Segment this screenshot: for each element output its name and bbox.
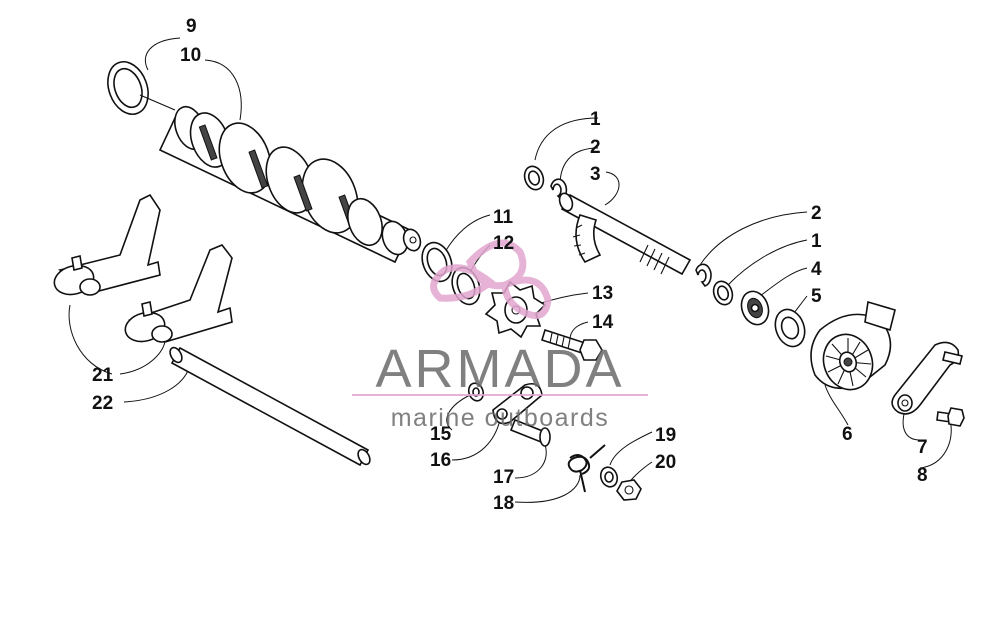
callout-numbers: 1 2 3 2 1 4 5 6 7 8 9 10 11 12 13 14 15 … — [92, 16, 928, 514]
callout-5: 5 — [811, 286, 822, 307]
callout-21: 21 — [92, 365, 114, 386]
shift-fork-21-upper — [53, 193, 161, 296]
armada-watermark: ARMADA marine outboards — [352, 239, 648, 432]
watermark-tagline: marine outboards — [391, 404, 610, 432]
collar-bolt-17 — [509, 418, 551, 447]
shift-fork-21-lower — [124, 244, 233, 343]
callout-6: 6 — [842, 424, 853, 445]
callout-1-right: 1 — [811, 231, 822, 252]
fork-shaft-22 — [169, 346, 371, 467]
callout-10: 10 — [180, 45, 201, 66]
callout-17: 17 — [493, 467, 514, 488]
callout-16: 16 — [430, 450, 451, 471]
washer-19 — [599, 466, 619, 488]
callout-12: 12 — [493, 233, 514, 254]
callout-1-upper: 1 — [590, 109, 601, 130]
callout-4: 4 — [811, 259, 822, 280]
callout-7: 7 — [917, 437, 928, 458]
callout-19: 19 — [655, 425, 676, 446]
nut-20 — [616, 479, 642, 501]
callout-18: 18 — [493, 493, 514, 514]
washer-1-upper — [523, 165, 545, 191]
callout-15: 15 — [430, 424, 452, 445]
bolt-8 — [936, 407, 965, 427]
watermark-brand: ARMADA — [375, 339, 624, 399]
callout-2-upper: 2 — [590, 137, 601, 158]
washer-9 — [107, 61, 176, 115]
bolt-14 — [541, 328, 603, 361]
armada-logo-icon — [430, 239, 552, 320]
shift-arm-7 — [891, 341, 963, 415]
shift-drum-10 — [158, 105, 422, 264]
bearing-5 — [774, 308, 806, 348]
circlip-2-right — [695, 263, 712, 287]
callout-2-right: 2 — [811, 203, 822, 224]
callout-14: 14 — [592, 312, 614, 333]
callout-11: 11 — [493, 207, 514, 228]
callout-9: 9 — [186, 16, 197, 37]
shift-shaft-3 — [558, 192, 692, 276]
callout-3: 3 — [590, 164, 601, 185]
shift-plate-6 — [810, 300, 896, 391]
spring-18 — [567, 444, 606, 493]
callout-13: 13 — [592, 283, 613, 304]
bearing-4 — [740, 290, 770, 326]
washer-1-right — [712, 280, 734, 306]
callout-8: 8 — [917, 465, 928, 486]
callout-20: 20 — [655, 452, 676, 473]
callout-22: 22 — [92, 393, 113, 414]
